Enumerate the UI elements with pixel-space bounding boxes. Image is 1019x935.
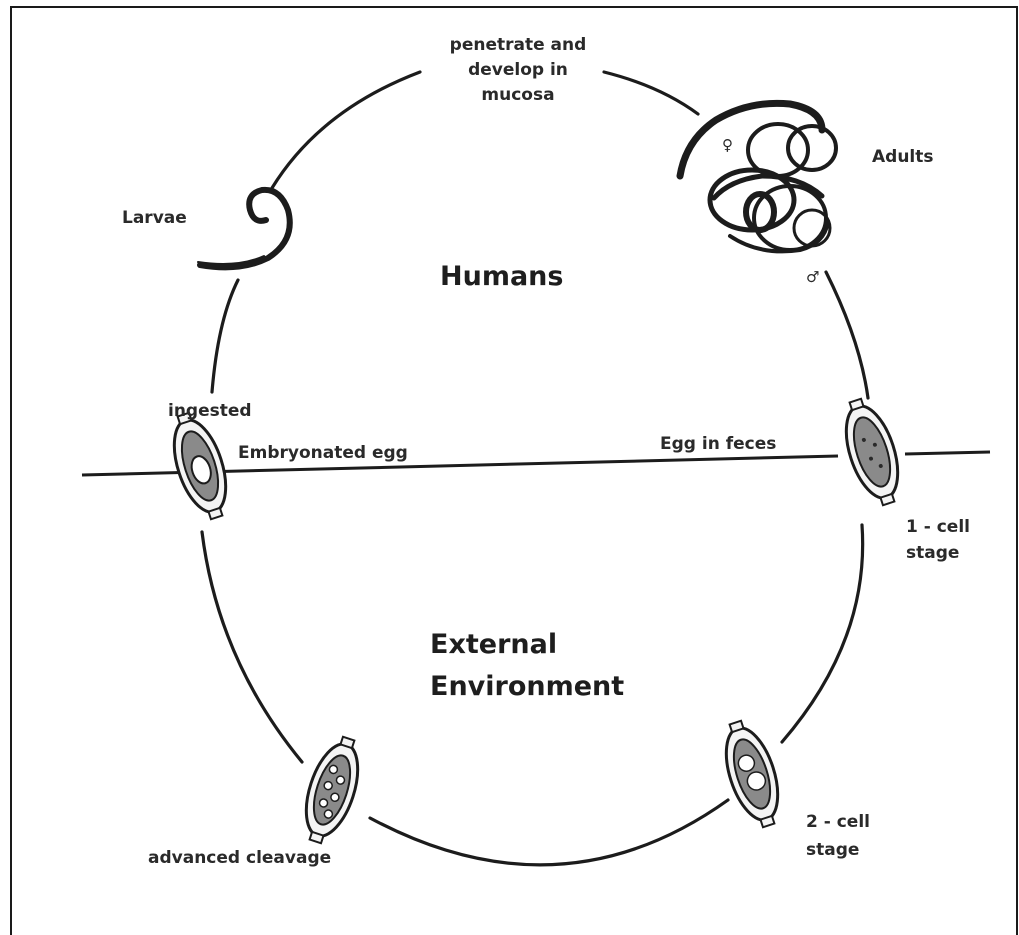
cycle-arc-mucosa-to-adults: [604, 72, 698, 114]
cycle-arc-cleavage-to-embryonated: [202, 532, 302, 762]
label-two-cell-line1: 2 - cell: [806, 812, 870, 832]
label-advanced-cleavage: advanced cleavage: [148, 848, 331, 868]
cycle-arc-larvae-to-mucosa: [272, 72, 420, 188]
cycle-arc-adults-to-feces: [826, 272, 868, 398]
adult-worms-icon: ♀ ♂: [680, 103, 836, 286]
label-penetrate-line1: penetrate and: [450, 35, 587, 55]
region-title-humans: Humans: [440, 261, 563, 292]
label-penetrate-line2: develop in: [468, 60, 568, 80]
cycle-arc-ingested-to-larvae: [212, 280, 238, 392]
male-symbol: ♂: [806, 268, 819, 286]
advanced-cleavage-egg-icon: [294, 732, 369, 848]
region-title-external-2: Environment: [430, 671, 624, 702]
female-symbol: ♀: [722, 136, 733, 154]
cycle-arc-feces-to-twocell: [782, 525, 863, 742]
two-cell-egg-icon: [714, 716, 789, 832]
label-adults: Adults: [872, 147, 934, 167]
label-embryonated-egg: Embryonated egg: [238, 443, 408, 463]
label-larvae: Larvae: [122, 208, 187, 228]
label-one-cell-line1: 1 - cell: [906, 517, 970, 537]
larva-icon: [198, 190, 290, 268]
label-ingested: ingested: [168, 401, 252, 421]
label-one-cell-line2: stage: [906, 543, 959, 563]
label-two-cell-line2: stage: [806, 840, 859, 860]
region-title-external-1: External: [430, 629, 557, 660]
label-egg-in-feces: Egg in feces: [660, 434, 776, 454]
cycle-arc-twocell-to-cleavage: [370, 800, 728, 865]
egg-in-feces-icon: [834, 394, 909, 510]
embryonated-egg-icon: [162, 408, 237, 524]
label-penetrate-line3: mucosa: [481, 85, 554, 105]
